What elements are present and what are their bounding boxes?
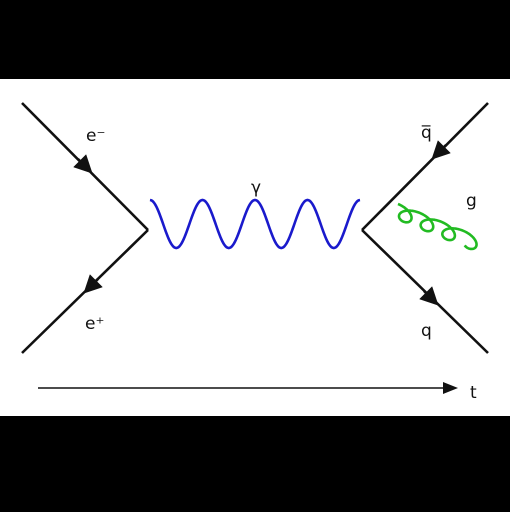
quark-arrow [419, 286, 439, 306]
quark-label: q [421, 321, 432, 341]
time-axis-arrowhead [443, 382, 458, 394]
time-axis-label: t [470, 383, 477, 403]
photon-line [149, 198, 361, 250]
gluon-label: g [466, 191, 477, 211]
positron-arrow [83, 274, 103, 294]
photon-label: γ [251, 178, 261, 198]
gluon-line [397, 202, 478, 251]
antiquark-line [361, 102, 489, 231]
diagram-panel [0, 79, 510, 416]
electron-label: e⁻ [86, 126, 105, 146]
antiquark-arrow [431, 140, 451, 160]
antiquark-label: q̅ [421, 123, 432, 143]
electron-arrow [73, 154, 93, 174]
positron-label: e⁺ [85, 314, 104, 334]
